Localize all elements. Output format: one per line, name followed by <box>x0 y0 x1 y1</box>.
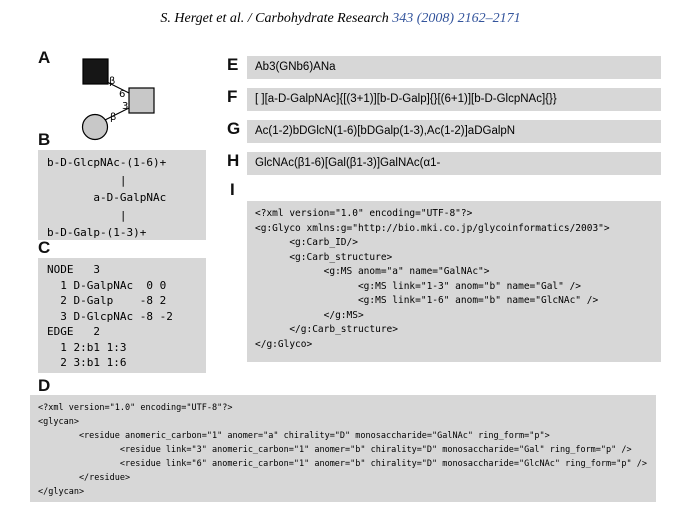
panel-g-sequence-text: Ac(1-2)bDGlcN(1-6)[bDGalp(1-3),Ac(1-2)]a… <box>255 125 516 137</box>
panel-label-d: D <box>38 376 51 395</box>
panel-f-box: [ ][a-D-GalpNAc]{[(3+1)][b-D-Galp]{}[(6+… <box>247 88 661 111</box>
panel-label-g: G <box>227 119 241 138</box>
panel-label-e: E <box>227 55 239 74</box>
gal-circle-icon <box>81 113 109 141</box>
glycan-symbol-diagram: β 6 β 3 <box>81 58 155 141</box>
running-head: S. Herget et al. / Carbohydrate Research… <box>0 11 681 27</box>
running-head-citation-link[interactable]: 343 (2008) 2162–2171 <box>392 11 521 26</box>
panel-label-a: A <box>38 48 51 67</box>
panel-b-box: b-D-GlcpNAc-(1-6)+ | a-D-GalpNAc | b-D-G… <box>38 150 206 240</box>
panel-label-i: I <box>230 180 235 199</box>
panel-i-box: <?xml version="1.0" encoding="UTF-8"?> <… <box>247 201 661 362</box>
panel-c-node-edge-text: NODE 3 1 D-GalpNAc 0 0 2 D-Galp -8 2 3 D… <box>47 263 173 369</box>
edge1-position-label: 6 <box>119 89 125 100</box>
panel-label-h: H <box>227 151 240 170</box>
running-head-authors: S. Herget et al. / Carbohydrate Research <box>160 11 389 26</box>
panel-i-xml-text: <?xml version="1.0" encoding="UTF-8"?> <… <box>255 208 610 350</box>
panel-label-f: F <box>227 87 238 106</box>
panel-f-sequence-text: [ ][a-D-GalpNAc]{[(3+1)][b-D-Galp]{}[(6+… <box>255 93 557 105</box>
panel-label-c: C <box>38 238 51 257</box>
edge1-anomer-label: β <box>109 76 115 87</box>
panel-c-box: NODE 3 1 D-GalpNAc 0 0 2 D-Galp -8 2 3 D… <box>38 258 206 373</box>
panel-b-sequence-text: b-D-GlcpNAc-(1-6)+ | a-D-GalpNAc | b-D-G… <box>47 156 167 239</box>
edge2-anomer-label: β <box>110 112 116 123</box>
glcnac-filled-square-icon <box>82 58 109 85</box>
glycosidic-bond-beta1-6-line <box>106 81 132 95</box>
edge2-position-label: 3 <box>122 101 128 112</box>
panel-e-sequence-text: Ab3(GNb6)ANa <box>255 61 336 73</box>
panel-d-box: <?xml version="1.0" encoding="UTF-8"?> <… <box>30 395 656 502</box>
panel-h-box: GlcNAc(β1-6)[Gal(β1-3)]GalNAc(α1- <box>247 152 661 175</box>
panel-e-box: Ab3(GNb6)ANa <box>247 56 661 79</box>
panel-h-sequence-text: GlcNAc(β1-6)[Gal(β1-3)]GalNAc(α1- <box>255 157 441 169</box>
galnac-square-icon <box>128 87 155 114</box>
panel-d-xml-text: <?xml version="1.0" encoding="UTF-8"?> <… <box>38 403 647 497</box>
glycosidic-bond-beta1-3-line <box>104 106 132 121</box>
panel-g-box: Ac(1-2)bDGlcN(1-6)[bDGalp(1-3),Ac(1-2)]a… <box>247 120 661 143</box>
panel-label-b: B <box>38 130 51 149</box>
